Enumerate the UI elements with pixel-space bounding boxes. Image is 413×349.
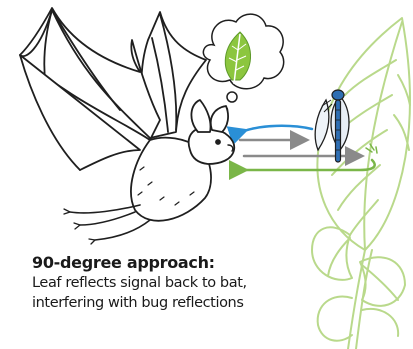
caption-line-1: Leaf reflects signal back to bat,	[32, 273, 332, 293]
caption: 90-degree approach: Leaf reflects signal…	[32, 253, 332, 313]
impact-burst	[366, 144, 377, 153]
bug-echo-arrow	[244, 126, 312, 131]
leaf-echo-arrow	[244, 160, 375, 170]
bat-icon	[20, 8, 234, 244]
caption-line-2: interfering with bug reflections	[32, 293, 332, 313]
caption-title: 90-degree approach:	[32, 253, 332, 273]
signal-arrows	[240, 126, 375, 170]
